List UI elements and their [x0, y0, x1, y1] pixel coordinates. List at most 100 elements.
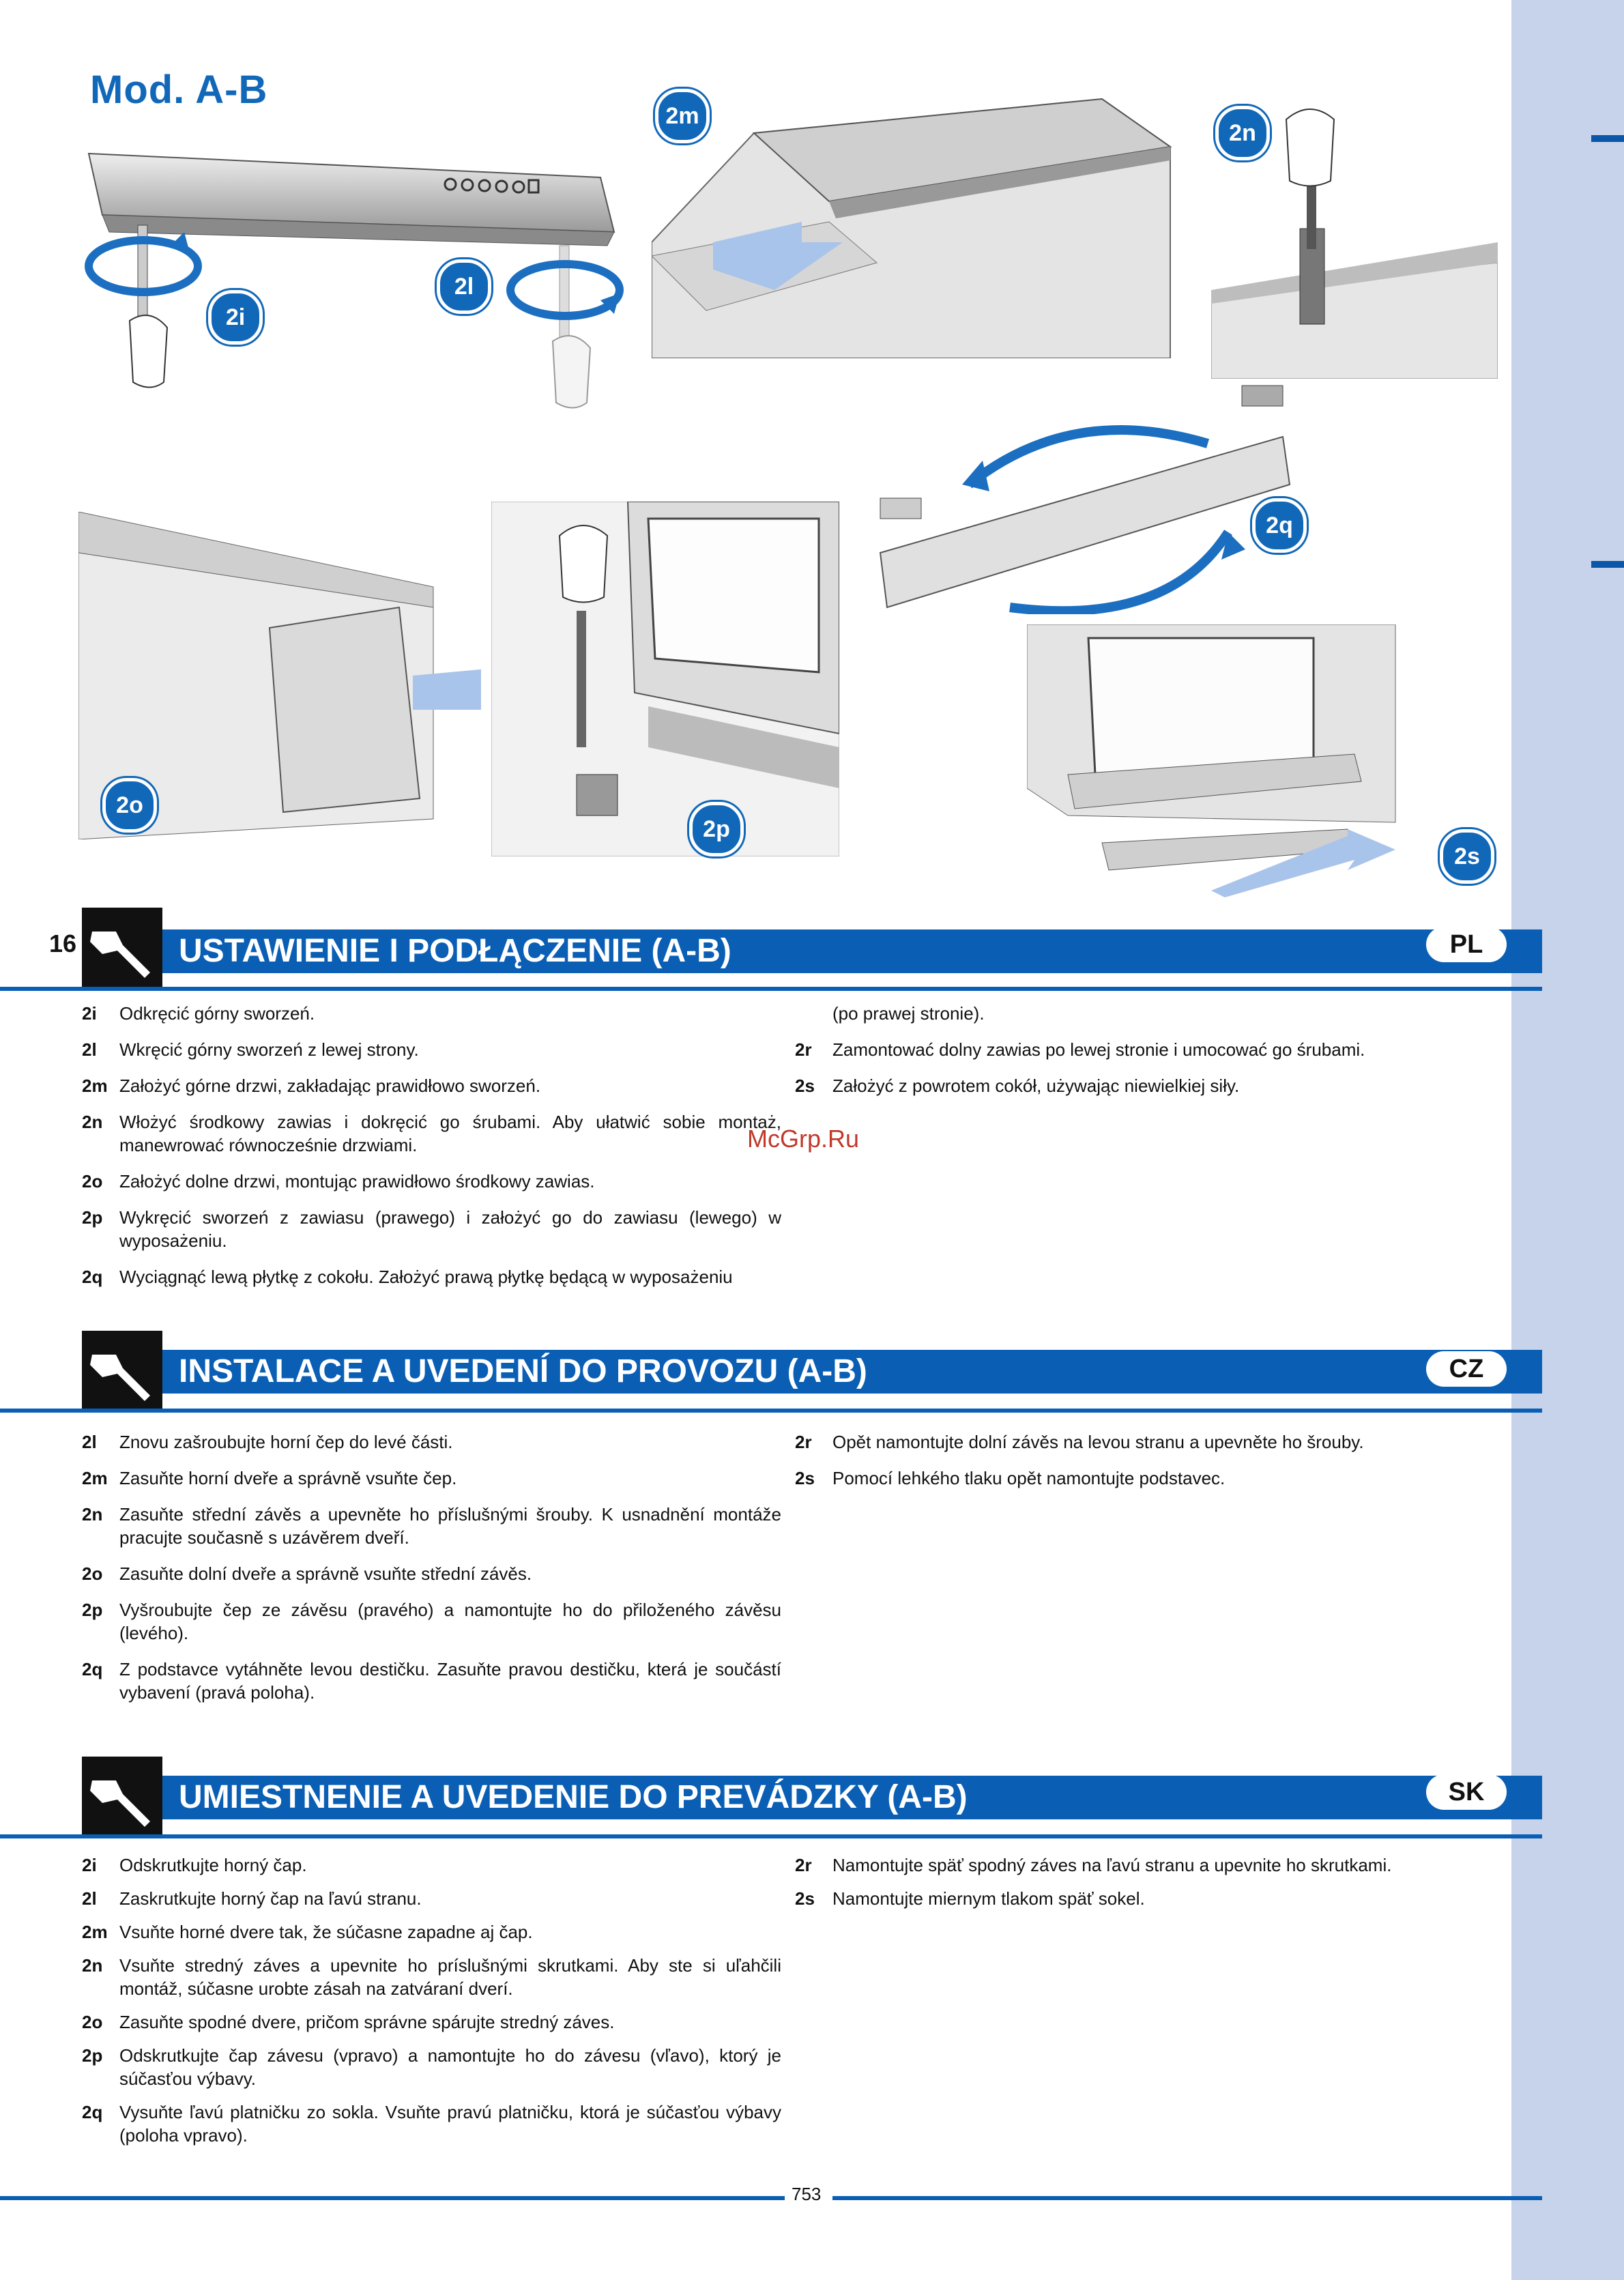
step-text: Znovu zašroubujte horní čep do levé část…: [119, 1432, 453, 1452]
figure-label: 2n: [1215, 106, 1270, 160]
step-code: 2l: [82, 1888, 97, 1909]
list-item: 2m Vsuňte horné dvere tak, že súčasne zap…: [82, 1920, 781, 1944]
step-continuation: (po prawej stronie).: [832, 1003, 985, 1024]
figure-label: 2s: [1440, 829, 1494, 884]
step-text: Zasuňte dolní dveře a správně vsuňte stř…: [119, 1563, 532, 1584]
page-number-left: 16: [49, 929, 77, 957]
step-code: 2s: [795, 1888, 815, 1909]
section-heading: UMIESTNENIE A UVEDENIE DO PREVÁDZKY (A-B…: [179, 1779, 968, 1815]
step-text: Wkręcić górny sworzeń z lewej strony.: [119, 1039, 419, 1060]
divider: [0, 987, 1542, 991]
step-code: 2q: [82, 1659, 103, 1679]
step-code: 2i: [82, 1003, 97, 1024]
sidebar-marker: [1591, 561, 1624, 568]
footer-divider: [832, 2196, 1542, 2200]
step-code: 2o: [82, 2012, 103, 2032]
step-code: 2i: [82, 1855, 97, 1875]
step-code: 2p: [82, 2045, 103, 2066]
sidebar-marker: [1591, 135, 1624, 142]
step-text: Vsuňte stredný záves a upevnite ho prísl…: [119, 1955, 781, 1999]
list-item: (po prawej stronie).: [795, 1002, 1477, 1025]
list-item: 2r Zamontować dolny zawias po lewej stron…: [795, 1038, 1477, 1061]
language-badge: CZ: [1426, 1351, 1507, 1387]
step-code: 2o: [82, 1563, 103, 1584]
step-text: Zaskrutkujte horný čap na ľavú stranu.: [119, 1888, 422, 1909]
right-sidebar: [1511, 0, 1624, 2280]
step-code: 2m: [82, 1468, 108, 1488]
step-text: Wykręcić sworzeń z zawiasu (prawego) i z…: [119, 1207, 781, 1251]
list-item: 2n Zasuňte střední závěs a upevněte ho př…: [82, 1503, 781, 1549]
step-text: Odskrutkujte čap závesu (vpravo) a namon…: [119, 2045, 781, 2089]
list-item: 2p Odskrutkujte čap závesu (vpravo) a nam…: [82, 2044, 781, 2090]
list-item: 2o Założyć dolne drzwi, montując prawidło…: [82, 1170, 781, 1193]
step-text: Założyć dolne drzwi, montując prawidłowo…: [119, 1171, 595, 1192]
section-band: [162, 1776, 1542, 1819]
step-code: 2l: [82, 1432, 97, 1452]
list-item: 2s Namontujte miernym tlakom späť sokel.: [795, 1887, 1477, 1910]
figure-label: 2p: [689, 802, 744, 856]
divider: [0, 1409, 1542, 1413]
section-heading: USTAWIENIE I PODŁĄCZENIE (A-B): [179, 933, 731, 969]
step-code: 2r: [795, 1039, 812, 1060]
figure-lower-door: 2o: [78, 511, 488, 840]
step-code: 2m: [82, 1076, 108, 1096]
step-text: Zamontować dolny zawias po lewej stronie…: [832, 1039, 1365, 1060]
step-text: Vysuňte ľavú platničku zo sokla. Vsuňte …: [119, 2102, 781, 2146]
divider: [0, 1834, 1542, 1838]
step-code: 2m: [82, 1922, 108, 1942]
step-code: 2s: [795, 1076, 815, 1096]
step-code: 2r: [795, 1855, 812, 1875]
list-item: 2q Z podstavce vytáhněte levou destičku. …: [82, 1658, 781, 1704]
step-code: 2n: [82, 1112, 103, 1132]
figure-label: 2i: [208, 290, 263, 345]
step-code: 2n: [82, 1504, 103, 1525]
step-code: 2o: [82, 1171, 103, 1192]
wrench-icon: [82, 1331, 162, 1411]
list-item: 2r Namontujte späť spodný záves na ľavú s…: [795, 1853, 1477, 1877]
figure-label: 2m: [655, 89, 710, 143]
list-item: 2l Znovu zašroubujte horní čep do levé čá…: [82, 1430, 781, 1454]
list-item: 2s Założyć z powrotem cokół, używając nie…: [795, 1074, 1477, 1097]
page-title: Mod. A-B: [90, 68, 268, 112]
step-text: Z podstavce vytáhněte levou destičku. Za…: [119, 1659, 781, 1703]
list-item: 2o Zasuňte dolní dveře a správně vsuňte s…: [82, 1562, 781, 1585]
language-badge: SK: [1426, 1774, 1507, 1810]
step-text: Namontujte miernym tlakom späť sokel.: [832, 1888, 1145, 1909]
step-text: Vsuňte horné dvere tak, že súčasne zapad…: [119, 1922, 533, 1942]
list-item: 2q Wyciągnąć lewą płytkę z cokołu. Założy…: [82, 1265, 781, 1288]
step-text: Wyciągnąć lewą płytkę z cokołu. Założyć …: [119, 1267, 733, 1287]
figure-middle-hinge: 2n: [1210, 78, 1498, 379]
figure-hinge-pin-swap: 2p: [491, 501, 840, 857]
list-item: 2s Pomocí lehkého tlaku opět namontujte p…: [795, 1467, 1477, 1490]
section-band: [162, 1350, 1542, 1394]
footer-divider: [0, 2196, 785, 2200]
step-text: Założyć z powrotem cokół, używając niewi…: [832, 1076, 1240, 1096]
step-text: Odkręcić górny sworzeń.: [119, 1003, 315, 1024]
step-code: 2s: [795, 1468, 815, 1488]
step-text: Opět namontujte dolní závěs na levou str…: [832, 1432, 1364, 1452]
list-item: 2i Odskrutkujte horný čap.: [82, 1853, 781, 1877]
figure-plinth-plates: 2q: [873, 382, 1310, 616]
step-code: 2l: [82, 1039, 97, 1060]
list-item: 2n Vsuňte stredný záves a upevnite ho prí…: [82, 1954, 781, 2000]
step-text: Zasuňte střední závěs a upevněte ho přís…: [119, 1504, 781, 1548]
watermark: McGrp.Ru: [747, 1125, 860, 1153]
step-code: 2p: [82, 1600, 103, 1620]
figure-label: 2l: [437, 259, 491, 314]
step-code: 2n: [82, 1955, 103, 1976]
step-text: Namontujte späť spodný záves na ľavú str…: [832, 1855, 1392, 1875]
language-badge: PL: [1426, 927, 1507, 962]
step-code: 2q: [82, 1267, 103, 1287]
wrench-icon: [82, 908, 162, 988]
section-left-column: 2l Znovu zašroubujte horní čep do levé čá…: [82, 1430, 781, 1717]
section-right-column: 2r Namontujte späť spodný záves na ľavú s…: [795, 1853, 1477, 1920]
figure-label: 2q: [1252, 498, 1307, 553]
step-text: Odskrutkujte horný čap.: [119, 1855, 307, 1875]
page-number: 753: [792, 2184, 822, 2204]
step-text: Pomocí lehkého tlaku opět namontujte pod…: [832, 1468, 1226, 1488]
